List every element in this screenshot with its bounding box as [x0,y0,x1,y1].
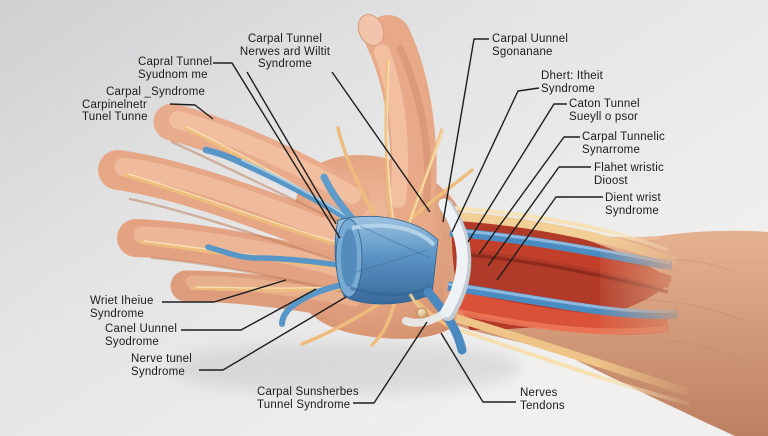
vein-under-wrist [423,287,467,355]
label-text-line: Syndrome [257,58,312,70]
label-text-line: Carpal Sunsherbes [257,386,359,398]
annotation-label-bottom-left-1: Wriet Iheiue Syndrome [90,295,154,320]
nerve-bulb [416,307,428,319]
label-text-line: Carpal Tunnelic [582,131,665,143]
forearm-muscles-tendons [447,206,691,406]
label-text-line: Dhert: Itheit [541,70,604,82]
label-text-line: Dioost [594,174,628,187]
label-text-line: Nerwes ard Wiltit [239,45,331,58]
annotation-label-top-center: Carpal Tunnel Nerwes ard Wiltit Syndrome [230,33,340,71]
label-text-line: Nerve tunel [131,353,193,365]
annotation-label-top-left-lower: Carpal _Syndrome Carpinelnetr Tunel Tunn… [82,86,205,124]
annotation-label-top-left-upper: Capral Tunnel Syudnom me [138,56,212,81]
muscle-red-upper [457,235,672,289]
annotation-label-right-2: Dhert: Itheit Syndrome [541,70,603,95]
flexor-retinaculum-band [438,198,468,318]
label-text-line: Synarrome [582,143,641,156]
label-text-line: Caton Tunnel [569,98,640,110]
label-text-line: Syndrome [605,204,660,217]
tendon-yellow-top [451,211,678,267]
label-text-line: Tunnel Syndrome [257,398,351,411]
label-text-line: Dient wrist [605,192,661,204]
label-text-line: Flahet wristic [594,162,664,174]
tendon-yellow-bottom [454,314,690,396]
label-text-line: Syndrome [90,307,145,320]
label-text-line: Carpal Tunnel [247,33,323,45]
annotation-label-right-6: Dient wrist Syndrome [605,192,661,217]
hand-shadow [170,342,520,394]
vein-blue-upper [449,227,673,271]
label-text-line: Wriet Iheiue [90,295,154,307]
label-text-line: Syodrome [105,335,160,348]
thumb-nail [357,14,385,46]
label-text-line: Carpal _Syndrome [106,86,206,98]
label-text-line: Syndrome [541,82,596,95]
leader-lines [162,38,603,404]
label-text-line: Sgonanane [492,45,553,58]
carpal-tunnel [334,198,472,355]
annotation-label-bottom-right: Nerves Tendons [520,387,565,412]
annotation-label-bottom-left-2: Canel Uunnel Syodrome [105,323,177,348]
label-text-line: Carpinelnetr [82,98,148,111]
label-text-line: Nerves [520,387,558,399]
label-text-line: Syudnom me [138,68,208,81]
label-text-line: Capral Tunnel [138,56,213,68]
label-text-line: Syndrome [131,365,186,378]
muscle-red-lower [452,290,670,335]
annotation-label-right-4: Carpal Tunnelic Synarrome [582,131,665,156]
annotation-label-right-5: Flahet wristic Dioost [594,162,664,187]
annotation-label-right-3: Caton Tunnel Sueyll o psor [569,98,640,123]
vein-blue-lower [447,281,679,320]
label-text-line: Tendons [520,399,565,412]
label-text-line: Carpal Uunnel [492,33,569,45]
annotation-label-bottom-left-3: Nerve tunel Syndrome [131,353,192,378]
label-text-line: Canel Uunnel [105,323,178,335]
label-text-line: Tunel Tunne [82,111,148,123]
label-text-line: Sueyll o psor [569,110,639,123]
annotation-label-bottom-center: Carpal Sunsherbes Tunnel Syndrome [257,386,359,411]
annotation-label-right-1: Carpal Uunnel Sgonanane [492,33,568,58]
